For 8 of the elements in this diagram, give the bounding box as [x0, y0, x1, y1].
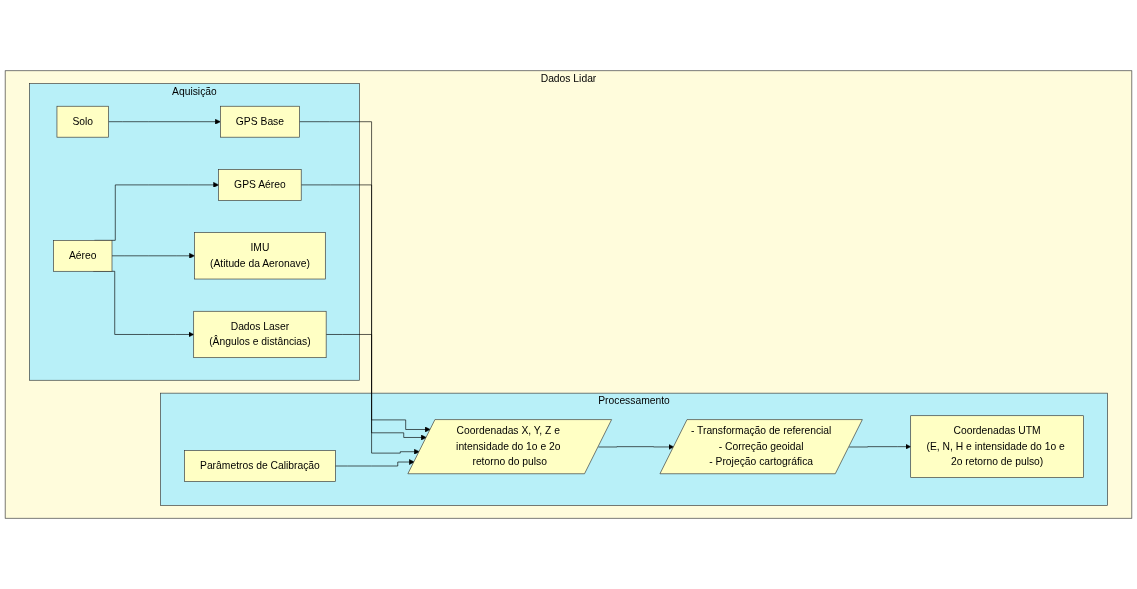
node-box: Aéreo: [53, 240, 113, 272]
node-box: GPS Base: [220, 105, 300, 138]
node-box: Coordenadas UTM (E, N, H e intensidade do 1o e 2o retorno de pulso): [910, 415, 1084, 478]
node-box: Dados Laser (Ângulos e distâncias): [193, 310, 327, 358]
node-box: Parâmetros de Calibração: [184, 450, 336, 482]
node-box: Solo: [56, 105, 109, 138]
node-box: GPS Aéreo: [218, 169, 302, 201]
node-box: IMU (Atitude da Aeronave): [194, 232, 326, 280]
